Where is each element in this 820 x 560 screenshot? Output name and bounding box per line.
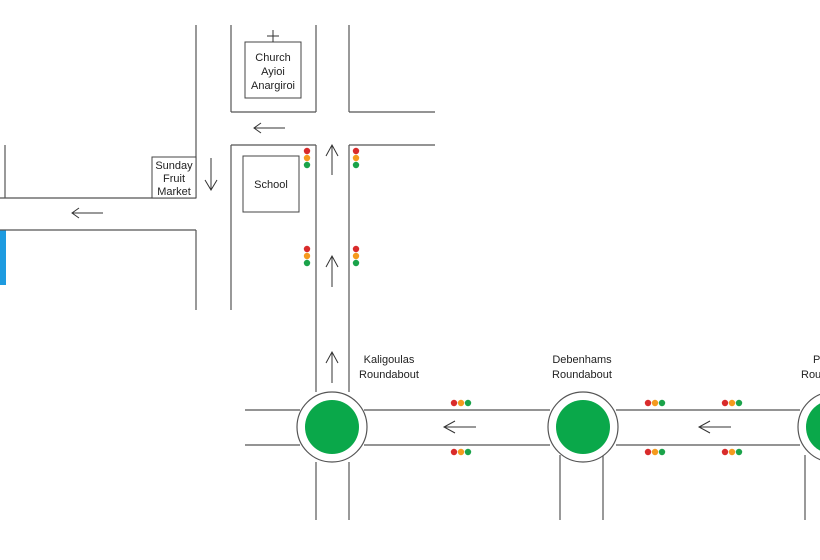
market-label-1: Sunday: [155, 160, 193, 172]
central-roads: [230, 25, 435, 392]
traffic-light-icon: [721, 399, 743, 407]
main-road: [245, 409, 806, 520]
debenhams-label-1: Debenhams: [552, 354, 612, 366]
traffic-lights: [303, 147, 743, 456]
traffic-light-icon: [303, 147, 311, 169]
market-label-2: Fruit: [163, 173, 185, 185]
church-label-3: Anargiroi: [251, 80, 295, 92]
traffic-light-icon: [450, 399, 472, 407]
arrow-up-icon: [325, 254, 339, 287]
debenhams-label-2: Roundabout: [552, 369, 612, 381]
traffic-light-icon: [450, 448, 472, 456]
traffic-light-icon: [303, 245, 311, 267]
roundabout-debenhams: [547, 391, 619, 463]
arrow-up-icon: [325, 350, 339, 383]
traffic-light-icon: [644, 399, 666, 407]
school-building: School: [242, 155, 300, 213]
church-label-1: Church: [255, 52, 290, 64]
kaligoulas-label-1: Kaligoulas: [364, 354, 415, 366]
arrow-left-icon: [71, 207, 103, 219]
third-roundabout-label-1: P: [813, 354, 820, 366]
arrow-left-icon: [697, 420, 731, 434]
kaligoulas-label-2: Roundabout: [359, 369, 419, 381]
traffic-light-icon: [644, 448, 666, 456]
traffic-light-icon: [352, 147, 360, 169]
church-label-2: Ayioi: [261, 66, 285, 78]
arrow-left-icon: [253, 122, 285, 134]
roundabout-kaligoulas: [296, 391, 368, 463]
school-label: School: [254, 179, 288, 191]
blue-building: [0, 230, 6, 285]
church-building: Church Ayioi Anargiroi: [244, 30, 302, 99]
roundabout-third: [797, 393, 820, 461]
traffic-light-icon: [352, 245, 360, 267]
traffic-light-icon: [721, 448, 743, 456]
third-roundabout-label-2: Roun: [801, 369, 820, 381]
market-label-3: Market: [157, 186, 191, 198]
arrow-down-icon: [204, 158, 218, 191]
arrow-up-icon: [325, 143, 339, 175]
market-building: Sunday Fruit Market: [151, 156, 197, 199]
arrow-left-icon: [442, 420, 476, 434]
